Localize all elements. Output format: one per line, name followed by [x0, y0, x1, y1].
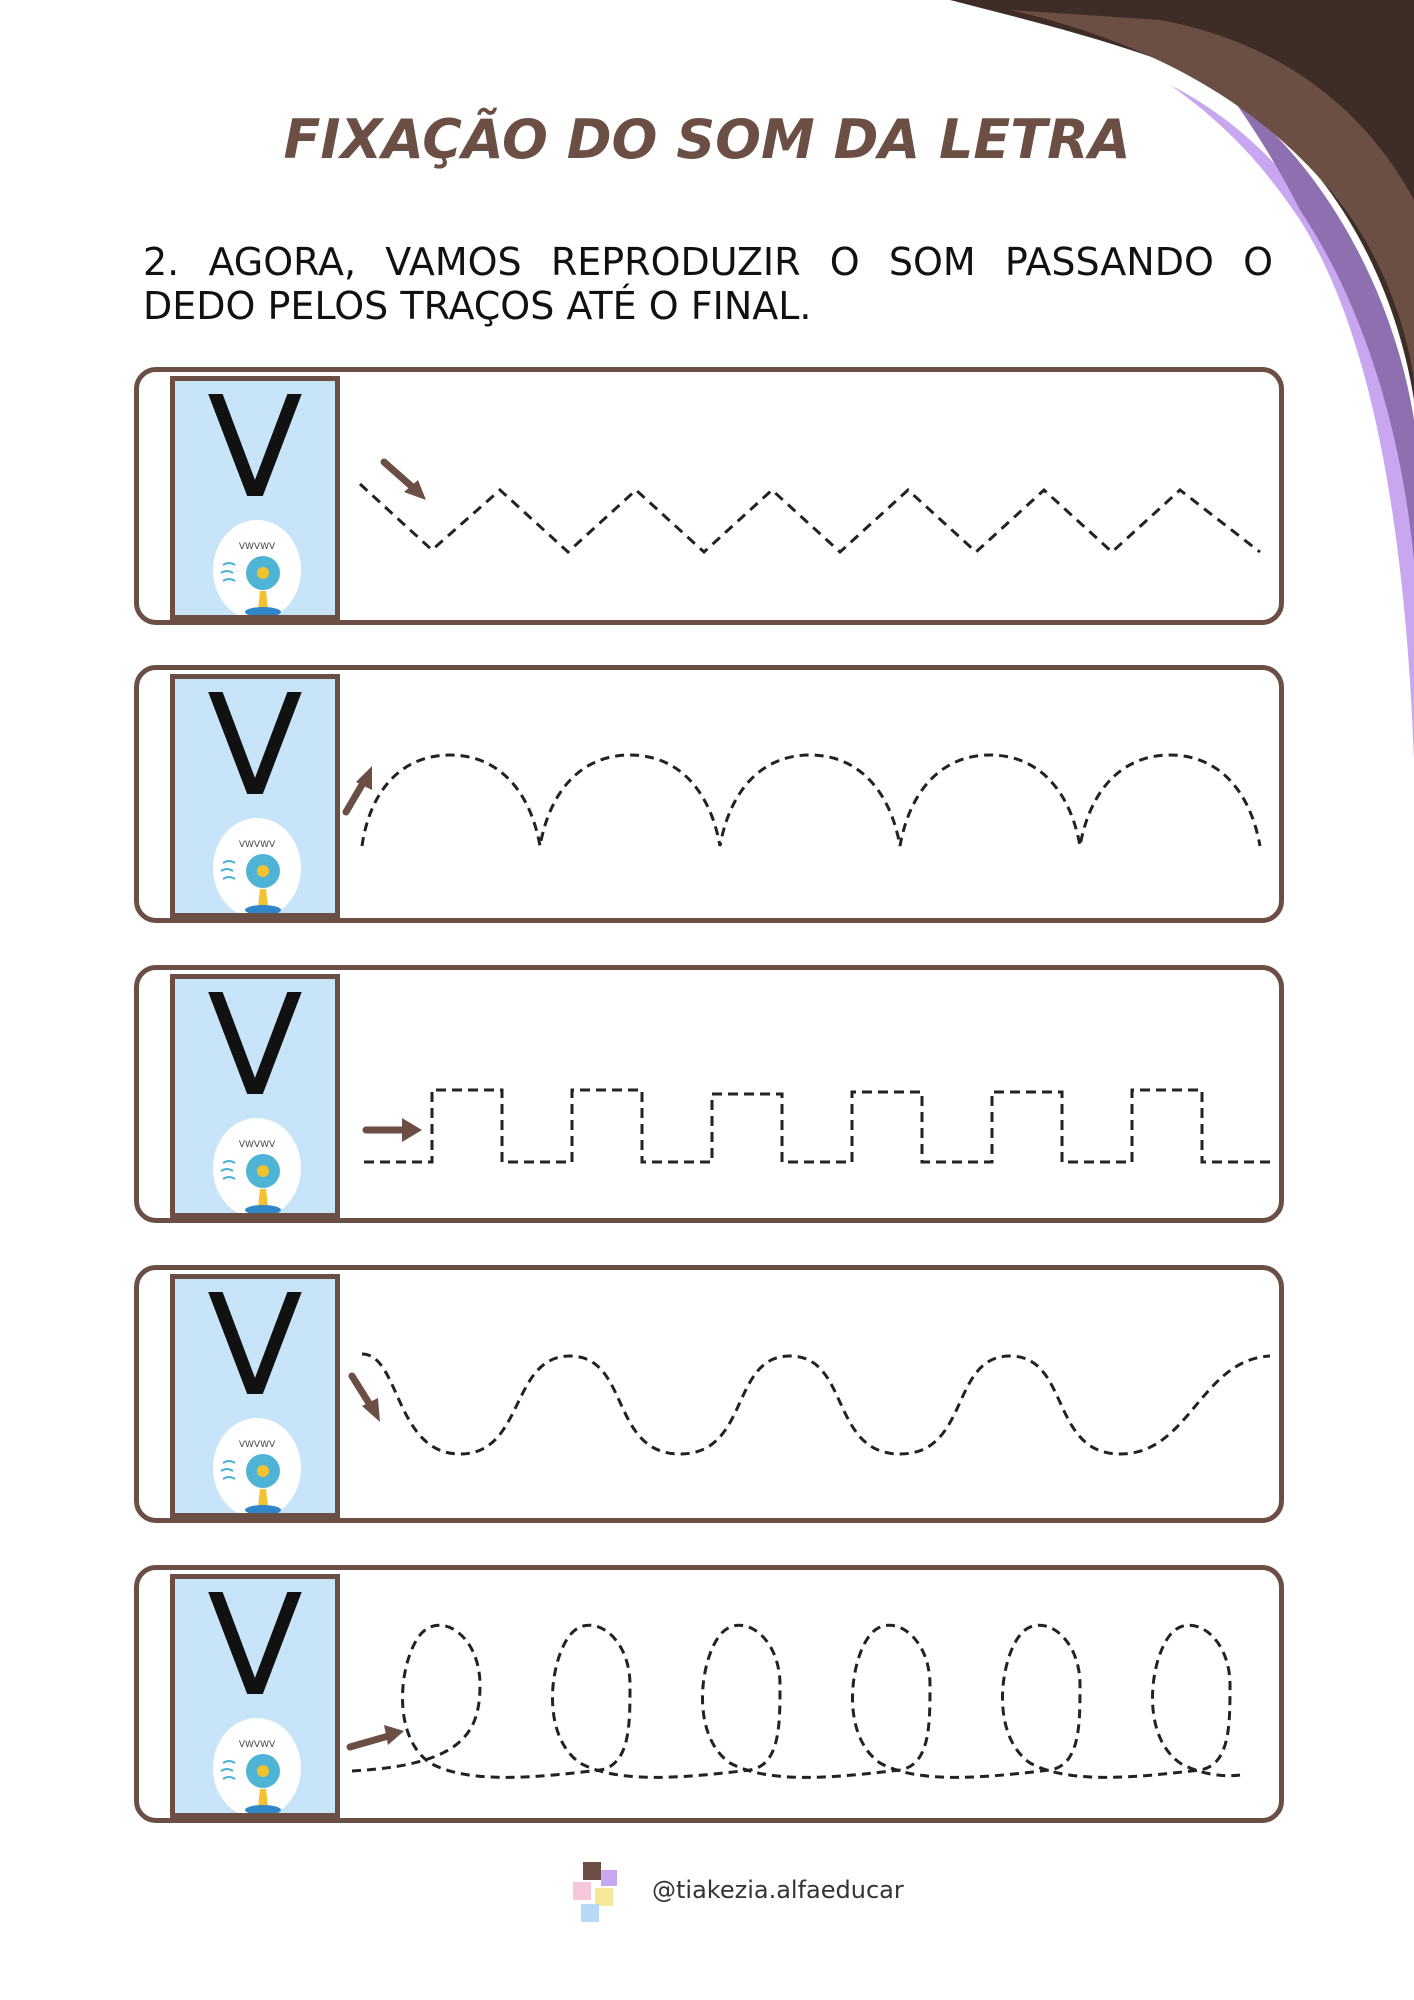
- wave-trace: [348, 1352, 1271, 1456]
- arrow-icon: [346, 1725, 404, 1751]
- zigzag-trace: [358, 458, 1261, 555]
- arrow-icon: [342, 766, 372, 816]
- fan-icon: VWVWV: [213, 1418, 301, 1513]
- puzzle-logo-icon: [573, 1862, 617, 1922]
- svg-text:VWVWV: VWVWV: [239, 840, 276, 850]
- letter-v: V: [207, 974, 303, 1128]
- loops-trace: [346, 1623, 1241, 1779]
- square-wave-trace: [362, 1088, 1270, 1164]
- fan-icon: VWVWV: [213, 520, 301, 615]
- arrow-icon: [362, 1118, 422, 1142]
- fan-icon: VWVWV: [213, 1118, 301, 1213]
- svg-text:VWVWV: VWVWV: [239, 1140, 276, 1150]
- letter-card: V VWVWV: [170, 674, 340, 918]
- instruction-text: 2. AGORA, VAMOS REPRODUZIR O SOM PASSAND…: [143, 240, 1273, 328]
- letter-v: V: [207, 1274, 303, 1428]
- svg-text:VWVWV: VWVWV: [239, 542, 276, 552]
- arrow-icon: [348, 1372, 380, 1422]
- letter-card: V VWVWV: [170, 974, 340, 1218]
- letter-v: V: [207, 1574, 303, 1728]
- letter-card: V VWVWV: [170, 376, 340, 620]
- svg-text:VWVWV: VWVWV: [239, 1740, 276, 1750]
- fan-icon: VWVWV: [213, 818, 301, 913]
- letter-card: V VWVWV: [170, 1574, 340, 1818]
- arrow-icon: [380, 458, 426, 500]
- letter-card: V VWVWV: [170, 1274, 340, 1518]
- svg-text:VWVWV: VWVWV: [239, 1440, 276, 1450]
- fan-icon: VWVWV: [213, 1718, 301, 1813]
- footer-handle: @tiakezia.alfaeducar: [652, 1876, 904, 1904]
- letter-v: V: [207, 376, 303, 530]
- page-title: FIXAÇÃO DO SOM DA LETRA: [283, 108, 1131, 171]
- arches-trace: [342, 753, 1262, 847]
- letter-v: V: [207, 674, 303, 828]
